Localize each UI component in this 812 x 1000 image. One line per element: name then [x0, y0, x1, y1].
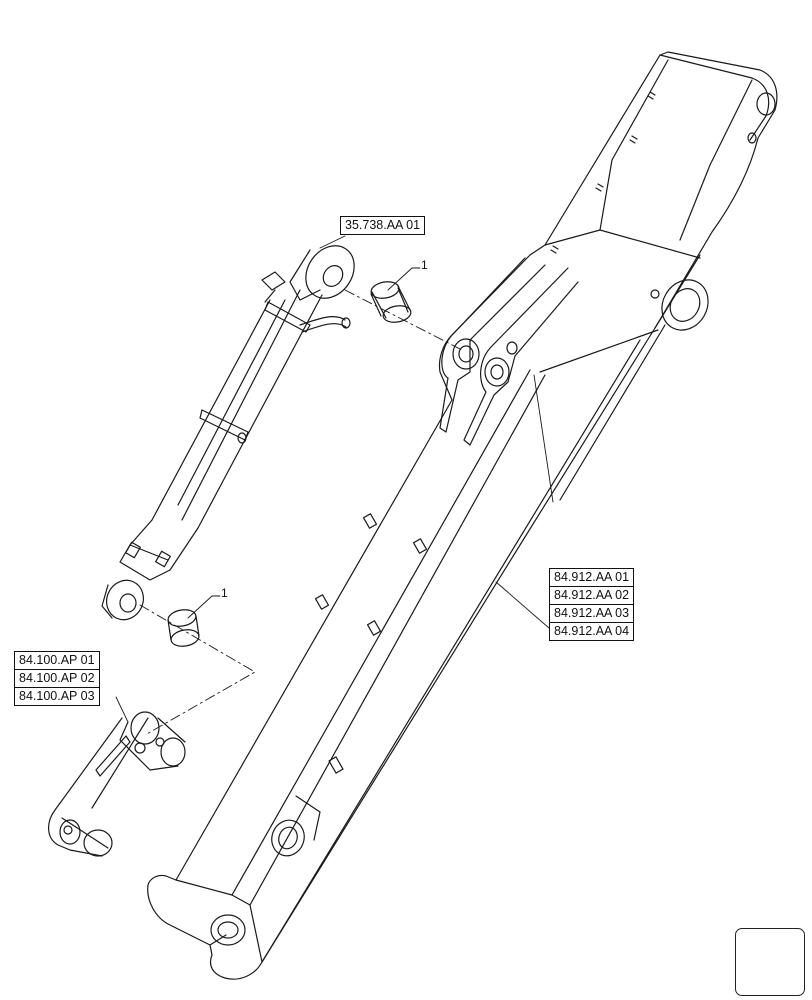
center-lines: [139, 289, 463, 736]
ref-label-link-2[interactable]: 84.100.AP 02: [14, 669, 100, 688]
ref-label-boom-2[interactable]: 84.912.AA 02: [549, 586, 635, 605]
ref-stack-boom: 84.912.AA 01 84.912.AA 02 84.912.AA 03 8…: [549, 568, 635, 641]
ref-label-boom-3[interactable]: 84.912.AA 03: [549, 604, 635, 623]
callout-bushing-lower: 1: [221, 586, 228, 600]
ref-label-boom-1[interactable]: 84.912.AA 01: [549, 568, 635, 587]
ref-label-cylinder[interactable]: 35.738.AA 01: [340, 216, 426, 235]
ref-label-link-1[interactable]: 84.100.AP 01: [14, 651, 100, 670]
ref-label-boom-4[interactable]: 84.912.AA 04: [549, 622, 635, 641]
ref-label-link-3[interactable]: 84.100.AP 03: [14, 687, 100, 706]
ref-stack-link: 84.100.AP 01 84.100.AP 02 84.100.AP 03: [14, 651, 100, 706]
bushing-lower: [167, 609, 200, 647]
leader-lines: [115, 235, 554, 723]
callout-bushing-upper: 1: [421, 258, 428, 272]
hydraulic-cylinder: [101, 245, 355, 621]
bushing-upper: [370, 281, 412, 323]
boom-clevis: [439, 257, 579, 446]
link-assembly: [48, 711, 186, 857]
boom-arm: [147, 51, 778, 980]
return-navigation-button[interactable]: [735, 928, 805, 996]
